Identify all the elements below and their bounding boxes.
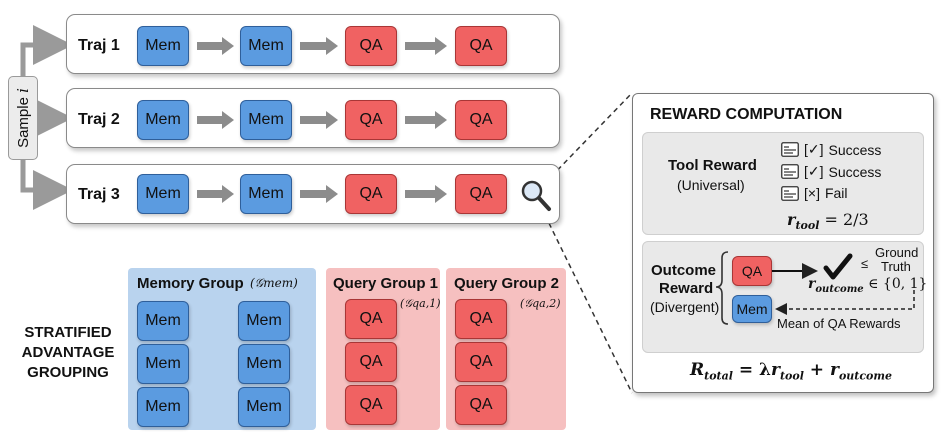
traj3-node-1: Mem [137,174,189,214]
query-group-2-title: Query Group 2 [454,275,560,292]
query-group-2-symbol: (𝒢qa,2) [520,297,561,310]
tool-reward-label: Tool Reward [668,157,757,174]
memory-group-node: Mem [238,344,290,384]
arrow-r1-3 [405,37,447,55]
total-reward-formula: Rtotal = λrtool + routcome [690,360,893,383]
arrow-r3-3 [405,185,447,203]
traj3-node-3: QA [345,174,397,214]
outcome-label-2: Reward [659,280,714,297]
stratified-line-1: STRATIFIED [24,324,112,341]
memory-group-node: Mem [137,301,189,341]
traj1-node-2: Mem [240,26,292,66]
outcome-qa-node: QA [732,256,772,286]
query-group-2-node: QA [455,299,507,339]
query-group-1-node: QA [345,299,397,339]
leq-symbol: ≤ [861,256,869,271]
outcome-sublabel: (Divergent) [650,299,720,315]
traj1-node-1: Mem [137,26,189,66]
document-icon [781,185,799,201]
document-icon [781,142,799,157]
query-group-1-symbol: (𝒢qa,1) [400,297,441,310]
tool-reward-sublabel: (Universal) [677,177,745,193]
arrow-r2-1 [197,111,234,129]
checkmark-icon [823,253,853,280]
traj2-node-4: QA [455,100,507,140]
tool-status-mark: [×] [804,185,820,201]
stratified-label: STRATIFIED ADVANTAGE GROUPING [18,323,118,383]
traj2-node-2: Mem [240,100,292,140]
query-group-1-node: QA [345,342,397,382]
arrow-r1-2 [300,37,338,55]
tool-reward-formula: rtool = 2/3 [787,210,869,233]
traj-label-3: Traj 3 [78,186,120,203]
outcome-reward-panel [642,241,924,353]
tool-status-text: Success [828,141,882,158]
query-group-1-title: Query Group 1 [333,275,439,292]
tool-status-2: [✓] Success [781,163,881,180]
traj1-node-4: QA [455,26,507,66]
stratified-line-2: ADVANTAGE [21,344,115,361]
arrow-r3-2 [300,185,338,203]
tool-status-1: [✓] Success [781,141,881,158]
outcome-label-1: Outcome [651,262,717,279]
query-group-2-node: QA [455,385,507,425]
query-group-2-node: QA [455,342,507,382]
memory-group-node: Mem [137,344,189,384]
memory-group-title: Memory Group [137,275,244,292]
sample-box: Sample i [8,76,38,160]
tool-status-text: Success [828,163,882,180]
outcome-formula: routcome ∈ {0, 1} [808,276,928,295]
arrow-r2-3 [405,111,447,129]
magnifier-icon [521,180,551,211]
query-group-1-node: QA [345,385,397,425]
arrow-r2-2 [300,111,338,129]
truth-text: Truth [881,259,911,274]
traj2-node-3: QA [345,100,397,140]
arrow-r3-1 [197,185,234,203]
ground-text: Ground [875,245,919,260]
traj3-node-4: QA [455,174,507,214]
reward-title: REWARD COMPUTATION [650,106,843,123]
traj1-node-3: QA [345,26,397,66]
tool-status-mark: [✓] [804,141,824,157]
arrow-r1-1 [197,37,234,55]
tool-status-3: [×] Fail [781,185,848,201]
tool-status-mark: [✓] [804,163,824,179]
memory-group-node: Mem [137,387,189,427]
traj3-node-2: Mem [240,174,292,214]
mean-of-qa-text: Mean of QA Rewards [777,316,901,331]
memory-group-symbol: (𝒢mem) [250,276,298,290]
traj-label-1: Traj 1 [78,37,120,54]
memory-group-node: Mem [238,301,290,341]
traj2-node-1: Mem [137,100,189,140]
tool-status-text: Fail [824,185,848,201]
stratified-line-3: GROUPING [27,364,109,381]
document-icon [781,164,799,179]
traj-label-2: Traj 2 [78,111,120,128]
outcome-mem-node: Mem [732,295,772,323]
memory-group-node: Mem [238,387,290,427]
